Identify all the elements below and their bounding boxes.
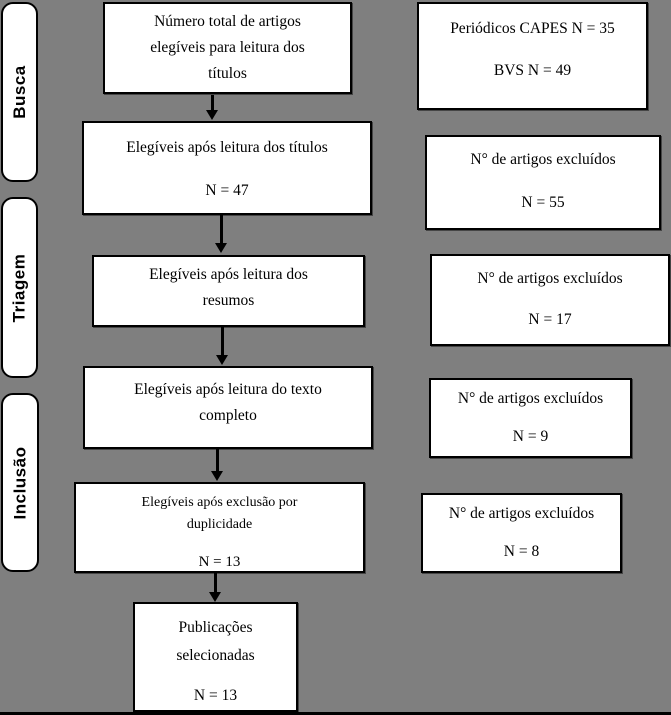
- stage-label-triagem: Triagem: [1, 197, 38, 378]
- flow-box-after-duplicates-line2: duplicidade: [186, 517, 253, 532]
- arrow-line: [216, 449, 219, 472]
- stage-label-busca: Busca: [1, 2, 38, 182]
- arrow-head: [211, 471, 223, 481]
- side-box-excluded-abstracts: N° de artigos excluídos N = 17: [430, 254, 670, 346]
- flow-box-after-duplicates-line1: Elegíveis após exclusão por: [141, 495, 298, 510]
- bottom-edge-strip: [0, 712, 671, 715]
- side-box-excluded-titles: N° de artigos excluídos N = 55: [425, 135, 661, 230]
- flow-box-total-eligible-line2: elegíveis para leitura dos: [150, 39, 305, 56]
- arrow-line: [221, 327, 224, 356]
- side-box-sources: Periódicos CAPES N = 35 BVS N = 49: [417, 2, 648, 110]
- arrow-head: [215, 243, 227, 253]
- flow-box-after-abstracts-line2: resumos: [202, 292, 255, 309]
- stage-label-inclusao: Inclusão: [1, 393, 39, 572]
- flow-box-after-abstracts: Elegíveis após leitura dos resumos: [92, 255, 365, 327]
- flow-box-after-fulltext-line1: Elegíveis após leitura do texto: [134, 381, 322, 398]
- stage-label-busca-text: Busca: [9, 65, 29, 119]
- side-box-excluded-duplicates: N° de artigos excluídos N = 8: [421, 493, 622, 573]
- side-box-excluded-duplicates-count: N = 8: [503, 543, 540, 560]
- flow-box-selected-publications-line1: Publicações: [178, 619, 253, 636]
- flow-box-selected-publications-count: N = 13: [193, 687, 238, 704]
- flow-box-total-eligible-line1: Número total de artigos: [154, 13, 301, 30]
- arrow-line: [214, 573, 217, 593]
- arrow-head: [216, 355, 228, 365]
- flow-box-selected-publications-line2: selecionadas: [176, 647, 255, 664]
- arrow-line: [220, 215, 223, 244]
- side-box-excluded-abstracts-line1: N° de artigos excluídos: [477, 270, 623, 287]
- side-box-excluded-fulltext-count: N = 9: [512, 428, 549, 445]
- flow-box-after-abstracts-line1: Elegíveis após leitura dos: [149, 266, 308, 283]
- arrow-head: [209, 592, 221, 602]
- flow-box-after-duplicates: Elegíveis após exclusão por duplicidade …: [74, 482, 365, 573]
- flow-box-after-fulltext-line2: completo: [199, 407, 257, 424]
- flow-box-total-eligible: Número total de artigos elegíveis para l…: [103, 2, 352, 94]
- side-box-excluded-fulltext: N° de artigos excluídos N = 9: [429, 378, 632, 458]
- flow-box-selected-publications: Publicações selecionadas N = 13: [133, 602, 298, 712]
- flow-box-after-titles: Elegíveis após leitura dos títulos N = 4…: [82, 121, 372, 215]
- side-box-sources-line1: Periódicos CAPES N = 35: [450, 20, 615, 37]
- side-box-excluded-abstracts-count: N = 17: [528, 311, 572, 328]
- arrow-line: [211, 95, 214, 111]
- stage-label-inclusao-text: Inclusão: [10, 446, 29, 519]
- side-box-excluded-duplicates-line1: N° de artigos excluídos: [448, 505, 595, 522]
- flow-box-total-eligible-line3: títulos: [208, 65, 247, 82]
- flow-box-after-titles-count: N = 47: [205, 182, 249, 199]
- stage-label-triagem-text: Triagem: [9, 253, 29, 322]
- flow-box-after-titles-line1: Elegíveis após leitura dos títulos: [126, 139, 328, 156]
- arrow-head: [206, 110, 218, 120]
- side-box-sources-line2: BVS N = 49: [493, 62, 572, 79]
- side-box-excluded-titles-line1: N° de artigos excluídos: [470, 151, 616, 168]
- side-box-excluded-titles-count: N = 55: [521, 194, 565, 211]
- side-box-excluded-fulltext-line1: N° de artigos excluídos: [457, 390, 604, 407]
- flow-box-after-fulltext: Elegíveis após leitura do texto completo: [83, 366, 373, 449]
- flow-box-after-duplicates-count: N = 13: [198, 554, 241, 570]
